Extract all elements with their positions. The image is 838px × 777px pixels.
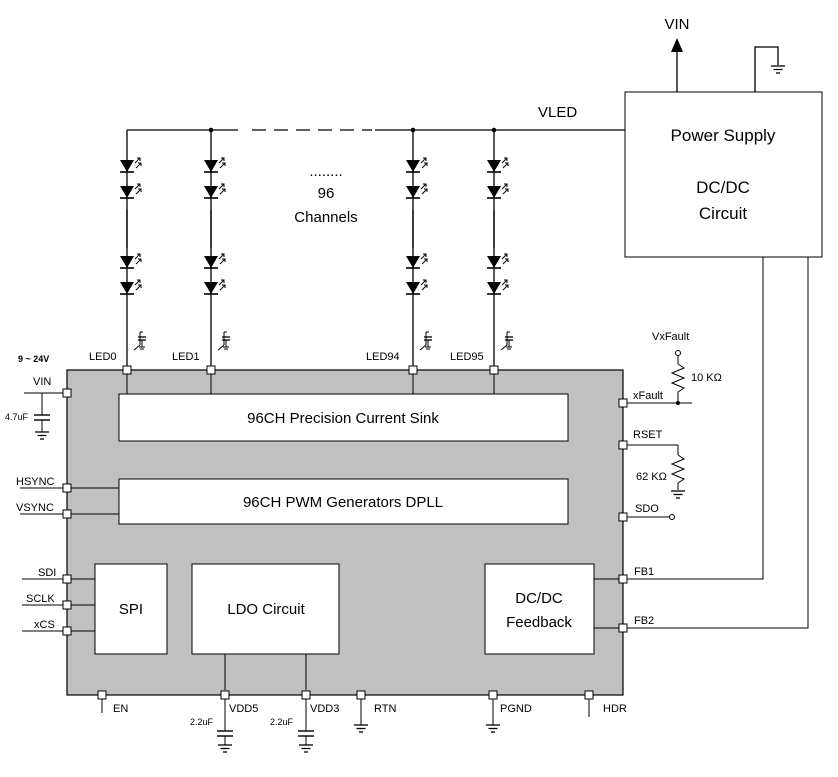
pin-label-hsync: HSYNC [16,476,55,488]
vdd3-cap-label: 2.2uF [270,717,294,727]
pin-label-sdi: SDI [38,567,56,579]
pin-label-xcs: xCS [34,619,55,631]
pin-label-rtn: RTN [374,703,396,715]
vin-cap-label: 4.7uF [5,412,29,422]
vin-input-network: 9 ~ 24V VIN 4.7uF [5,354,63,440]
vled-rail: VLED [127,104,625,133]
pins-right [618,398,628,633]
spi-block: SPI [71,563,168,655]
channels-note: ........ 96 Channels [294,163,357,226]
en-pin: EN [101,699,128,715]
r-fault-label: 10 KΩ [691,372,722,384]
pin-label-vdd5: VDD5 [229,703,258,715]
vin-label: VIN [664,16,689,33]
left-signal-lines [20,487,63,632]
vdd5-cap-label: 2.2uF [190,717,214,727]
led-channel-1 [203,130,231,370]
pin-label-vin: VIN [33,376,51,388]
pwm-label: 96CH PWM Generators DPLL [243,494,443,511]
feedback-label-2: Feedback [506,614,572,631]
channels-dots: ........ [309,163,342,180]
feedback-lines: FB1 FB2 [627,257,809,629]
pwm-block: 96CH PWM Generators DPLL [71,478,569,525]
pin-label-led0: LED0 [89,351,117,363]
pins-top [122,365,499,375]
rtn-pin: RTN [353,699,396,733]
ldo-label: LDO Circuit [227,601,305,618]
vdd3-network: VDD3 2.2uF [270,699,339,753]
r-set-label: 62 KΩ [636,471,667,483]
led-channel-94 [405,130,433,370]
vdd5-network: VDD5 2.2uF [190,699,258,753]
current-sink-block: 96CH Precision Current Sink [118,373,569,442]
pin-label-led1: LED1 [172,351,200,363]
channels-label: Channels [294,209,357,226]
supply-ground [754,46,786,92]
current-sink-label: 96CH Precision Current Sink [247,410,439,427]
led-channel-95 [486,130,514,370]
pin-label-sclk: SCLK [26,593,55,605]
vled-label: VLED [538,104,577,121]
led-channel-0 [119,130,147,370]
pin-label-rset: RSET [633,429,663,441]
pin-label-fb1: FB1 [634,566,654,578]
pin-label-vdd3: VDD3 [310,703,339,715]
pin-label-led95: LED95 [450,351,484,363]
channels-count: 96 [318,185,335,202]
pin-label-vsync: VSYNC [16,502,54,514]
supply-range-label: 9 ~ 24V [18,354,49,364]
spi-label: SPI [119,601,143,618]
power-supply-block: Power Supply DC/DC Circuit [624,91,823,258]
vxfault-label: VxFault [652,331,689,343]
pin-label-sdo: SDO [635,503,659,515]
power-supply-title: Power Supply [671,126,776,145]
sdo-line: SDO [627,503,675,520]
pin-label-fb2: FB2 [634,615,654,627]
power-supply-subtitle-2: Circuit [699,204,747,223]
pin-label-led94: LED94 [366,351,400,363]
xfault-network: VxFault 10 KΩ [627,331,722,405]
pin-label-hdr: HDR [603,703,627,715]
pgnd-pin: PGND [485,699,532,733]
hdr-pin: HDR [588,699,627,717]
power-supply-subtitle-1: DC/DC [696,178,750,197]
vin-output: VIN [664,16,690,92]
rset-network: RSET 62 KΩ [627,429,686,499]
feedback-label-1: DC/DC [515,590,563,607]
feedback-block: DC/DC Feedback [484,563,620,655]
pin-label-pgnd: PGND [500,703,532,715]
pin-label-xfault: xFault [633,390,663,402]
pin-label-en: EN [113,703,128,715]
ldo-block: LDO Circuit [191,563,340,690]
